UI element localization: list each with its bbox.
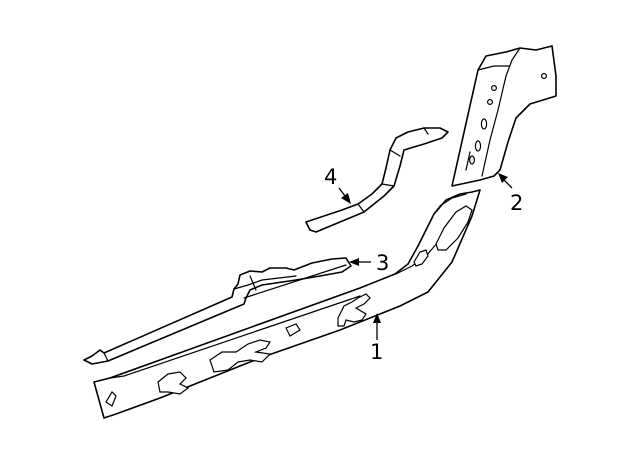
callout-4: 4 [324,165,351,204]
callout-3-label: 3 [376,251,389,275]
callout-4-label: 4 [324,165,337,189]
part-3-rocker-reinforcement [83,257,352,365]
callout-1-arrowhead [373,313,381,323]
callout-4-leader [338,187,346,197]
part-4-bracket [305,127,449,233]
callout-2-arrowhead [498,173,508,183]
callout-2-leader [503,179,513,189]
callout-1: 1 [370,313,383,364]
callout-3: 3 [349,251,389,275]
callout-2: 2 [498,173,523,215]
callout-1-label: 1 [370,340,383,364]
callout-3-arrowhead [349,258,359,266]
part-1-rocker-panel [93,189,481,419]
callout-4-arrowhead [341,193,351,204]
callout-2-label: 2 [510,191,523,215]
part-2-quarter-extension [451,45,557,187]
